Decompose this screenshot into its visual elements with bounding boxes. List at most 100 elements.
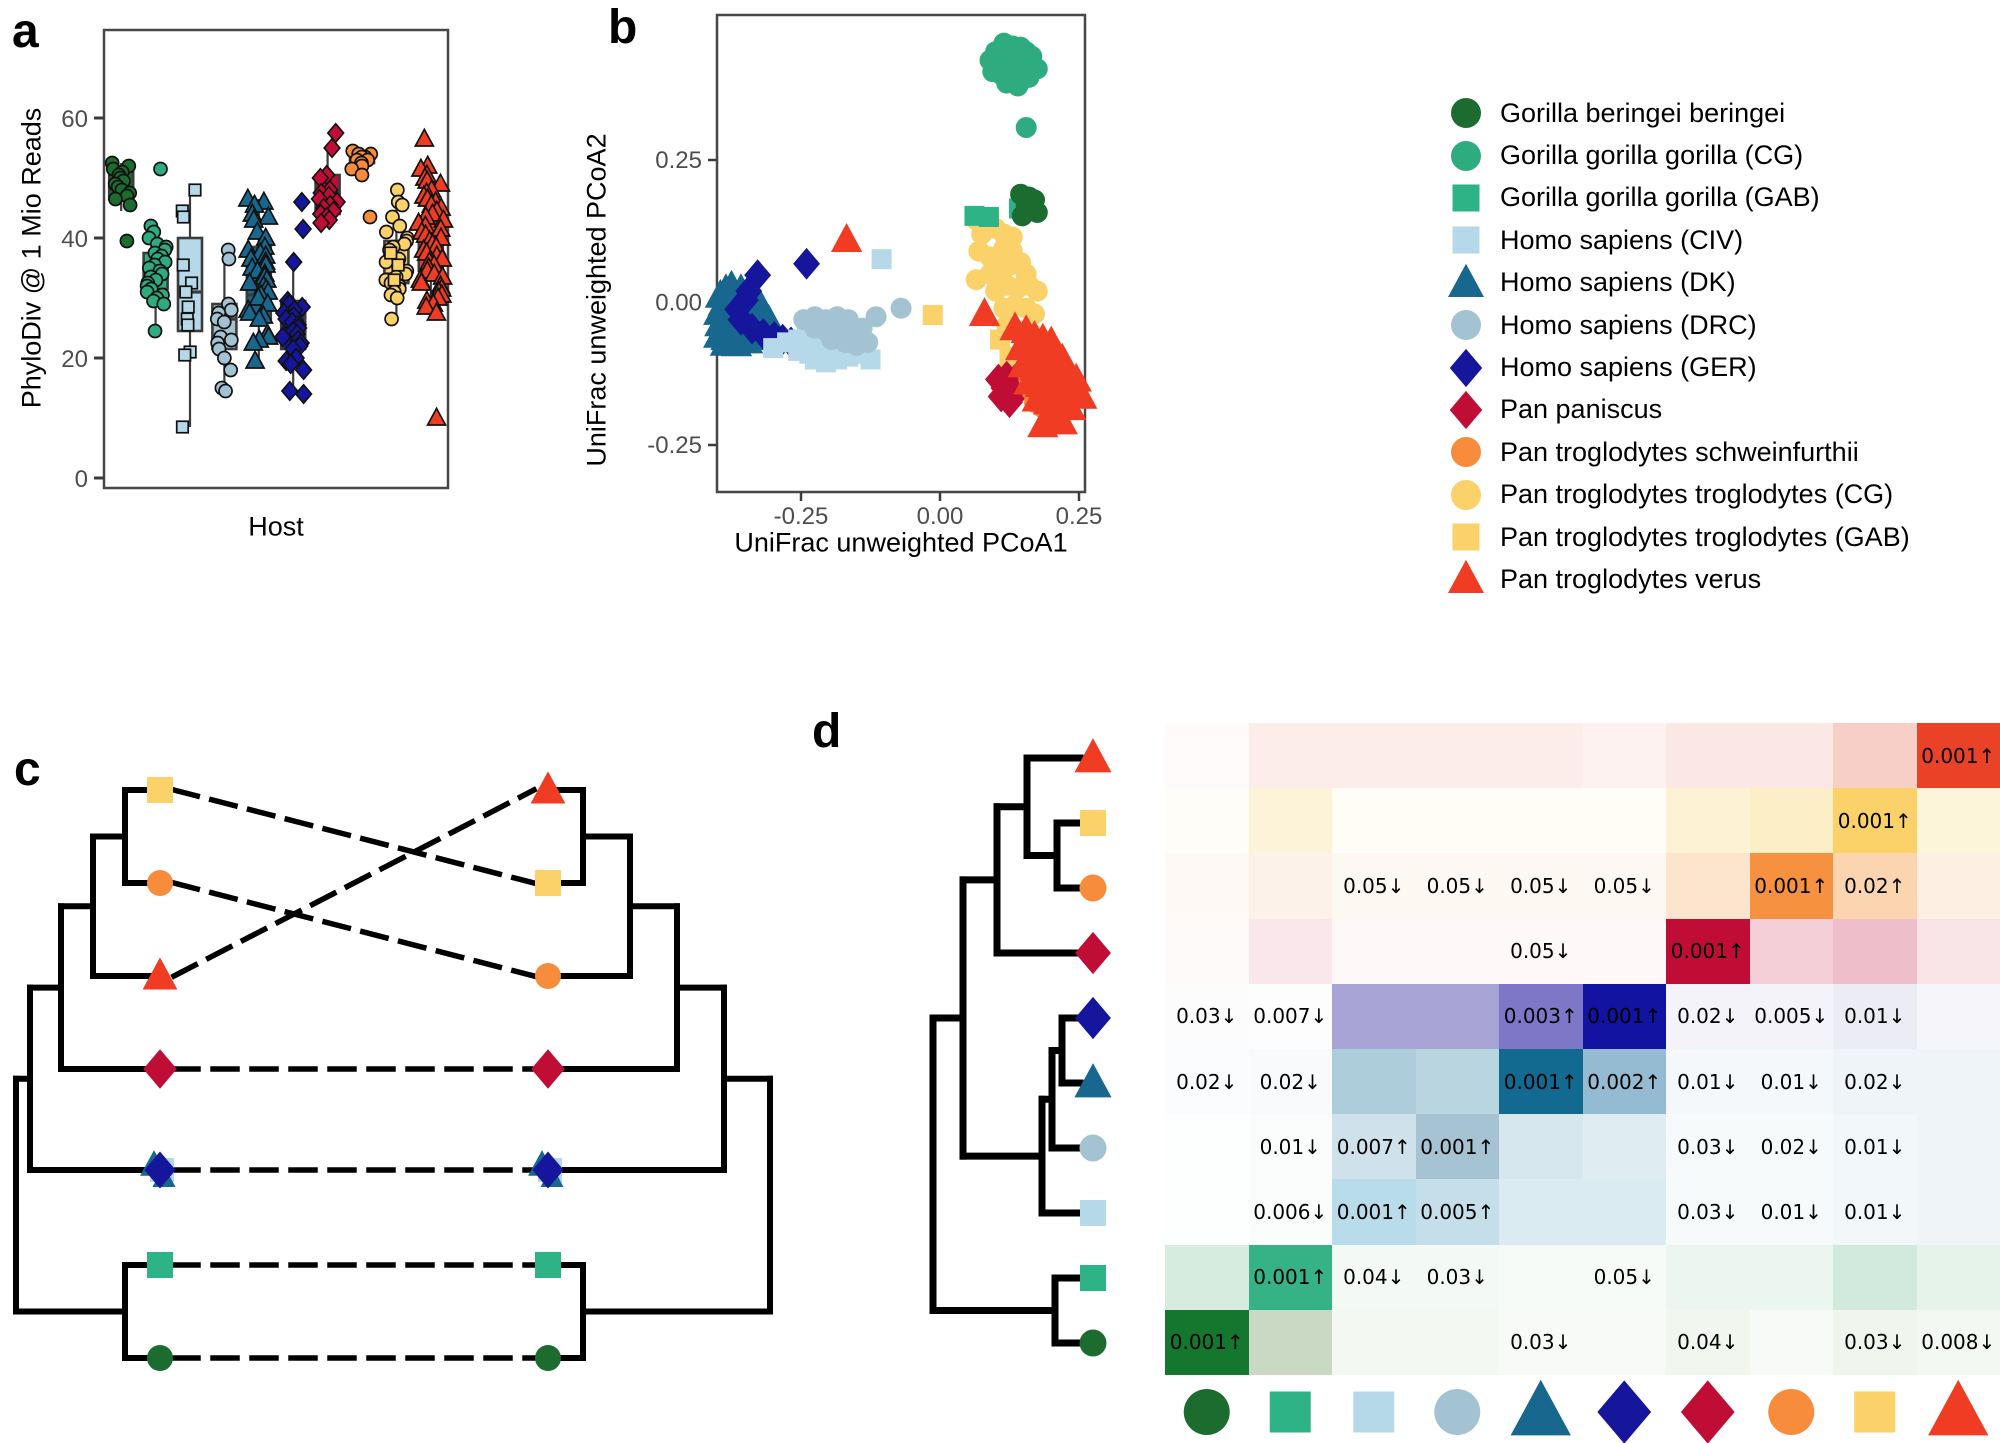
data-point: [978, 207, 999, 227]
heatmap-cell-ggg_gab-ptv: [1916, 1244, 2000, 1310]
column-icon-hs_civ: [1353, 1391, 1395, 1433]
heatmap-cell-hs_ger-pp: 0.02↓: [1666, 983, 1750, 1049]
heatmap-cell-gbb-ggg_gab: [1248, 1309, 1332, 1375]
tree-branch: [993, 803, 1084, 957]
data-point: [860, 349, 881, 370]
leaf-marker-pts: [535, 963, 561, 989]
heatmap-cell-ggg_gab-hs_dk: [1499, 1244, 1583, 1310]
tree-branch: [122, 787, 163, 886]
heatmap-cell-hs_dk-pts: 0.01↓: [1749, 1048, 1833, 1115]
heatmap-cell-hs_civ-pts: 0.01↓: [1749, 1179, 1833, 1245]
legend-swatch: [1452, 184, 1480, 212]
triangle-icon: [1448, 263, 1484, 297]
heatmap-cell-ptv-hs_ger: [1582, 723, 1666, 789]
panel-a-label: a: [12, 5, 39, 58]
panel-a-y-axis-title: PhyloDiv @ 1 Mio Reads: [16, 107, 47, 409]
data-point: [922, 305, 943, 326]
heatmap-cell-ptt_gab-pts: [1749, 788, 1833, 854]
data-point: [391, 258, 405, 272]
legend-item-pts: Pan troglodytes schweinfurthii: [1448, 431, 1910, 473]
heatmap-cell-pts-hs_drc: 0.05↓: [1415, 853, 1499, 919]
data-point: [793, 247, 820, 280]
dendrogram-leaf-ggg_gab: [1080, 1265, 1106, 1291]
column-icon-hs_dk: [1510, 1379, 1571, 1436]
data-point: [1011, 205, 1033, 227]
data-point: [1015, 117, 1037, 139]
data-point: [122, 197, 138, 213]
heatmap-cell-ptv-gbb: [1165, 723, 1249, 789]
data-point: [153, 161, 168, 177]
panel-b-label: b: [608, 1, 638, 54]
data-point: [239, 271, 261, 291]
tree-branch: [170, 786, 538, 980]
heatmap-cell-hs_drc-pts: 0.02↓: [1749, 1114, 1833, 1180]
heatmap-cell-ptt_gab-hs_drc: [1415, 788, 1499, 854]
legend-label: Homo sapiens (DK): [1500, 267, 1736, 298]
data-point: [223, 362, 239, 378]
legend-swatch: [1449, 348, 1483, 387]
tree-branch: [545, 1262, 586, 1361]
data-point: [323, 137, 341, 159]
data-point: [156, 296, 172, 312]
heatmap-cell-gbb-hs_ger: [1582, 1309, 1666, 1375]
data-point: [384, 311, 399, 327]
heatmap-cell-ggg_gab-ggg_gab: 0.001↑: [1248, 1244, 1332, 1310]
tree-branch: [545, 984, 727, 1173]
heatmap-cell-hs_drc-ptv: [1916, 1114, 2000, 1180]
tick-label: 60: [61, 106, 88, 133]
tick-label: -0.25: [774, 503, 829, 530]
column-icon-ggg_gab: [1269, 1391, 1311, 1433]
panel-b-frame: [715, 13, 1087, 494]
data-point: [284, 251, 303, 273]
data-point: [281, 353, 300, 375]
data-point: [1046, 405, 1078, 435]
heatmap-cell-hs_ger-hs_dk: 0.003↑: [1499, 983, 1583, 1049]
tree-branch: [545, 787, 586, 886]
column-icon-hs_ger: [1597, 1380, 1652, 1443]
heatmap-cell-hs_ger-hs_ger: 0.001↑: [1582, 983, 1666, 1049]
legend-swatch: [1448, 263, 1484, 297]
data-point: [108, 191, 123, 207]
legend-swatch: [1451, 479, 1481, 510]
heatmap-cell-pts-ggg_gab: [1248, 853, 1332, 919]
heatmap-cell-pts-ptv: [1916, 853, 2000, 919]
heatmap-cell-hs_dk-gbb: 0.02↓: [1165, 1048, 1249, 1115]
panel-d-column-icons: [1183, 1379, 1989, 1443]
heatmap-cell-hs_dk-pp: 0.01↓: [1666, 1048, 1750, 1115]
legend-item-ptt_cg: Pan troglodytes troglodytes (CG): [1448, 474, 1910, 516]
legend-swatch: [1449, 390, 1483, 430]
heatmap-cell-pts-hs_civ: 0.05↓: [1332, 853, 1416, 919]
column-icon-ptt_gab: [1854, 1391, 1896, 1433]
data-point: [248, 307, 270, 327]
tick-label: 0.25: [1056, 503, 1103, 530]
tree-branch: [1048, 1047, 1084, 1152]
data-point: [390, 182, 405, 198]
square-icon: [1452, 523, 1480, 551]
data-point: [415, 295, 437, 315]
heatmap-cell-ggg_gab-hs_drc: 0.03↓: [1415, 1244, 1499, 1310]
dendrogram-leaf-pp: [1075, 931, 1111, 975]
panel-b-x-axis-title: UniFrac unweighted PCoA1: [734, 527, 1068, 558]
heatmap-cell-pp-pp: 0.001↑: [1666, 918, 1750, 984]
column-icon-pp: [1680, 1380, 1735, 1443]
panel-d-label: d: [812, 705, 842, 758]
heatmap-cell-pp-hs_dk: 0.05↓: [1499, 918, 1583, 984]
tree-branch: [170, 879, 538, 980]
heatmap-cell-hs_civ-hs_drc: 0.005↑: [1415, 1179, 1499, 1245]
heatmap-cell-hs_dk-ptt_gab: 0.02↓: [1833, 1048, 1917, 1115]
legend-item-ggg_gab: Gorilla gorilla gorilla (GAB): [1448, 177, 1910, 219]
tick-label: 0.00: [917, 503, 964, 530]
data-point: [280, 380, 299, 402]
legend-swatch: [1452, 226, 1480, 254]
data-point: [378, 224, 394, 240]
heatmap-cell-pp-ptt_gab: [1833, 918, 1917, 984]
legend-item-pp: Pan paniscus: [1448, 389, 1910, 431]
heatmap-cell-pp-ggg_gab: [1248, 918, 1332, 984]
heatmap-cell-gbb-pts: [1749, 1309, 1833, 1375]
data-point: [394, 197, 410, 213]
data-point: [392, 218, 408, 234]
legend-swatch: [1448, 560, 1484, 594]
heatmap-cell-hs_drc-hs_civ: 0.007↑: [1332, 1114, 1416, 1180]
